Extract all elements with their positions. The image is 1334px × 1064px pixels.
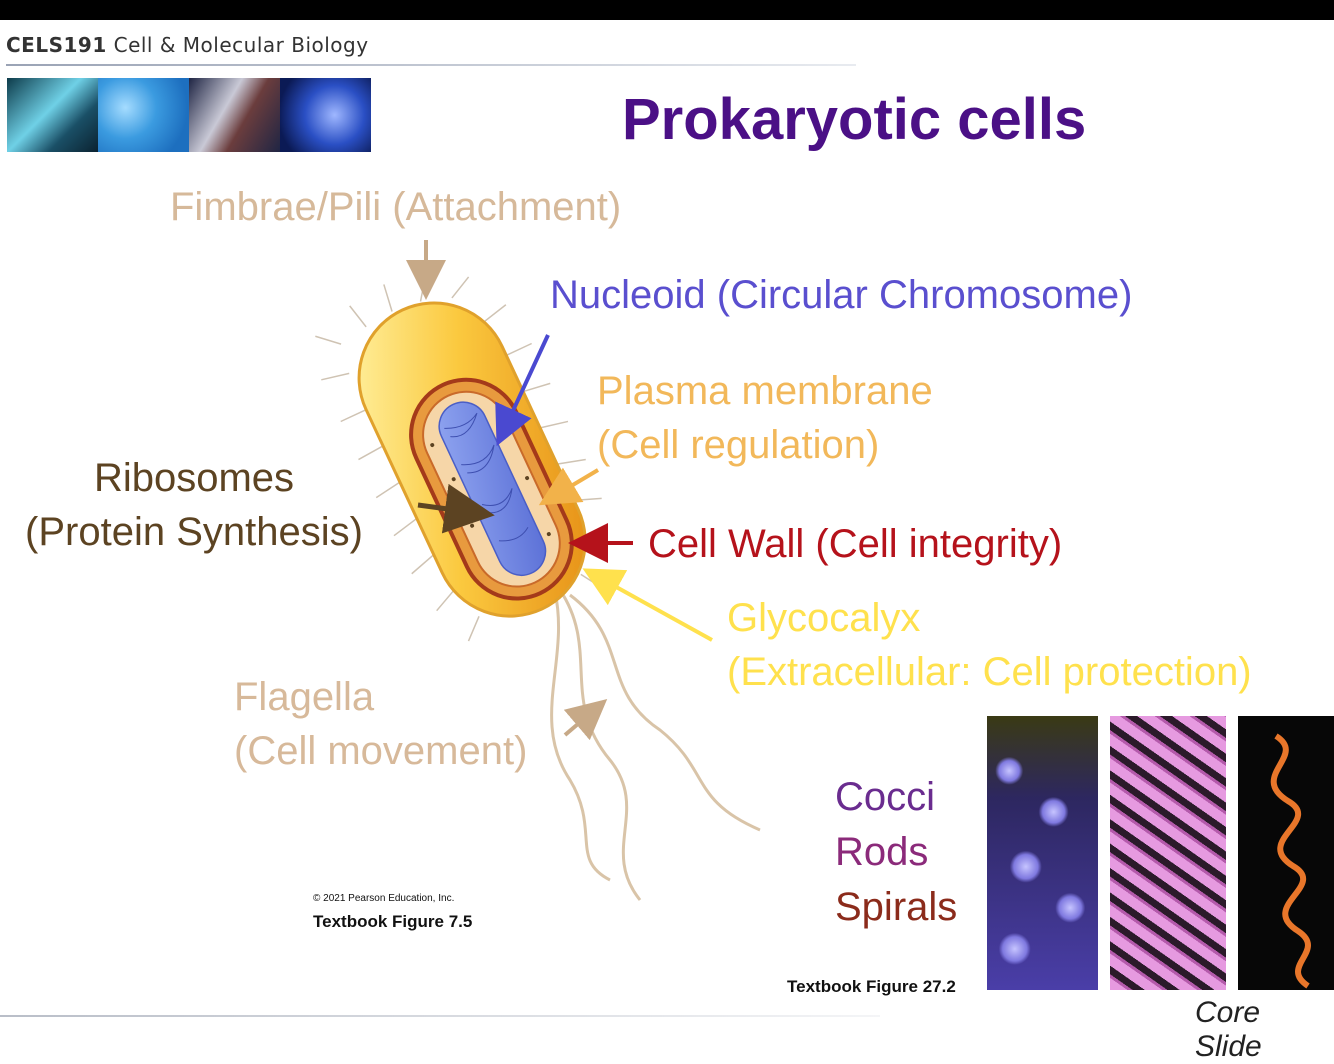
plasma-membrane-function: (Cell regulation) (597, 418, 933, 472)
glycocalyx-title: Glycocalyx (727, 591, 1252, 645)
flagella-title: Flagella (234, 670, 527, 724)
figure-caption-right: Textbook Figure 27.2 (787, 977, 956, 997)
ribosomes-label: Ribosomes (Protein Synthesis) (4, 451, 384, 559)
fimbrae-label: Fimbrae/Pili (Attachment) (170, 180, 621, 234)
glycocalyx-arrow (600, 578, 712, 640)
rods-photo (1110, 716, 1226, 990)
core-slide-tag: Core Slide (1195, 996, 1334, 1064)
cocci-photo (987, 716, 1098, 990)
ribosomes-function: (Protein Synthesis) (4, 505, 384, 559)
spirals-label: Spirals (835, 880, 957, 934)
rods-label: Rods (835, 825, 928, 879)
cocci-label: Cocci (835, 770, 935, 824)
flagella-function: (Cell movement) (234, 724, 527, 778)
nucleoid-label: Nucleoid (Circular Chromosome) (550, 268, 1132, 322)
cell-wall-label: Cell Wall (Cell integrity) (648, 517, 1062, 571)
footer-divider (0, 1015, 880, 1017)
plasma-membrane-label: Plasma membrane (Cell regulation) (597, 364, 933, 472)
figure-caption-left: Textbook Figure 7.5 (313, 912, 472, 932)
copyright-note: © 2021 Pearson Education, Inc. (313, 893, 454, 904)
flagella-label: Flagella (Cell movement) (234, 670, 527, 778)
plasma-membrane-title: Plasma membrane (597, 364, 933, 418)
spirals-photo (1238, 716, 1334, 990)
glycocalyx-function: (Extracellular: Cell protection) (727, 645, 1252, 699)
ribosomes-title: Ribosomes (4, 451, 384, 505)
glycocalyx-label: Glycocalyx (Extracellular: Cell protecti… (727, 591, 1252, 699)
